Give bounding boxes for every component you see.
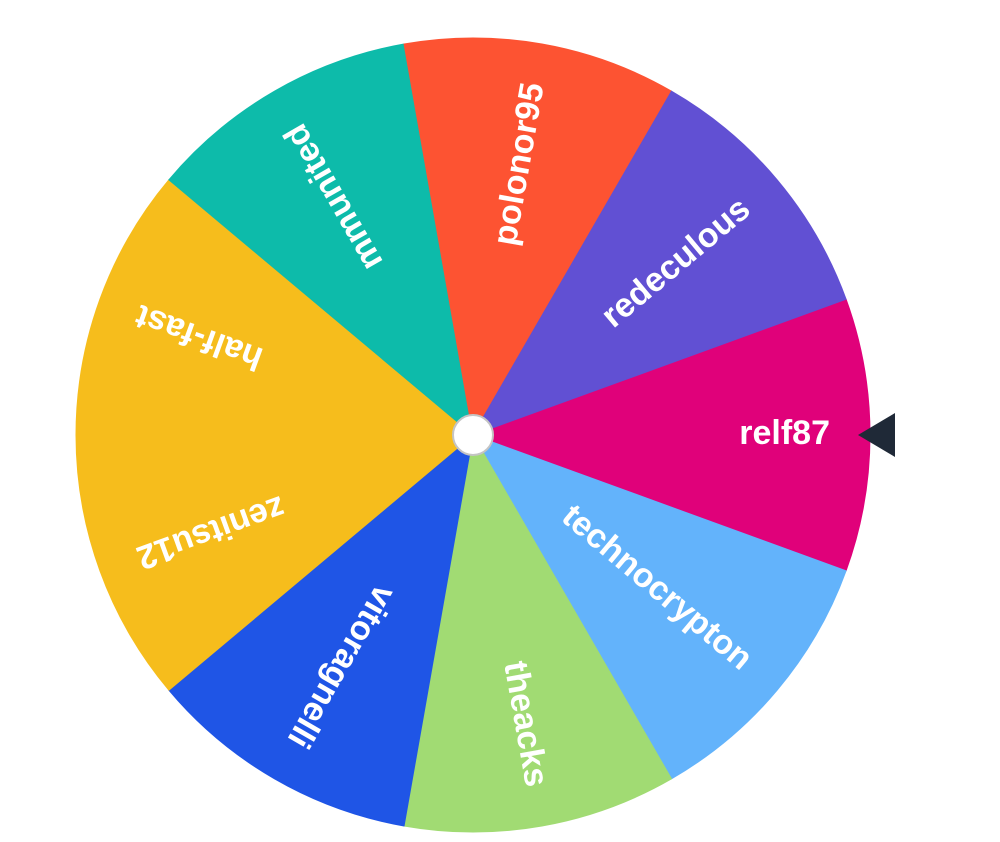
wheel-slice-zenitsu12[interactable] (75, 434, 475, 691)
wheel-slice-polonor95[interactable] (403, 37, 673, 437)
pointer-arrow-icon (858, 413, 895, 457)
wheel-slice-half-fast[interactable] (75, 179, 475, 436)
wheel-slice-label: relf87 (739, 414, 830, 452)
wheel-slice-mmunited[interactable] (168, 43, 474, 437)
wheel-slice-theacks[interactable] (403, 433, 673, 833)
wheel-slices (75, 37, 871, 833)
wheel-center-hub[interactable] (452, 414, 494, 456)
wheel-slice-vitoragnelli[interactable] (168, 433, 474, 827)
wheel-slice-redeculous[interactable] (471, 90, 847, 436)
wheel-slice-technocrypton[interactable] (471, 434, 847, 780)
